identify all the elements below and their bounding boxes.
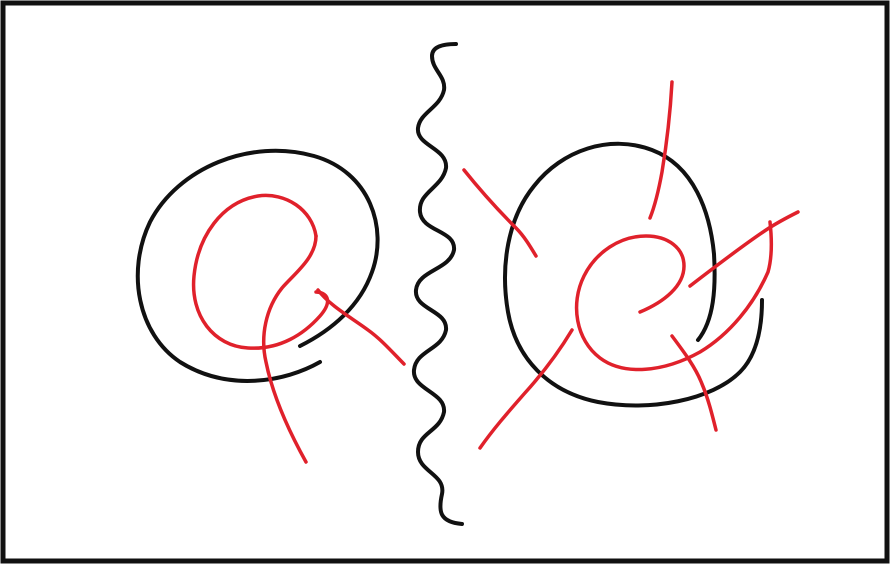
wavy-divider xyxy=(414,44,462,524)
right-black-loop xyxy=(505,144,762,406)
right-red-line-lower-right xyxy=(672,336,716,430)
right-red-spiral xyxy=(577,222,772,369)
right-red-line-upper-left xyxy=(464,170,536,256)
right-red-line-upper-right xyxy=(690,212,798,286)
left-red-tail xyxy=(264,236,316,462)
left-red-spiral xyxy=(194,195,328,348)
